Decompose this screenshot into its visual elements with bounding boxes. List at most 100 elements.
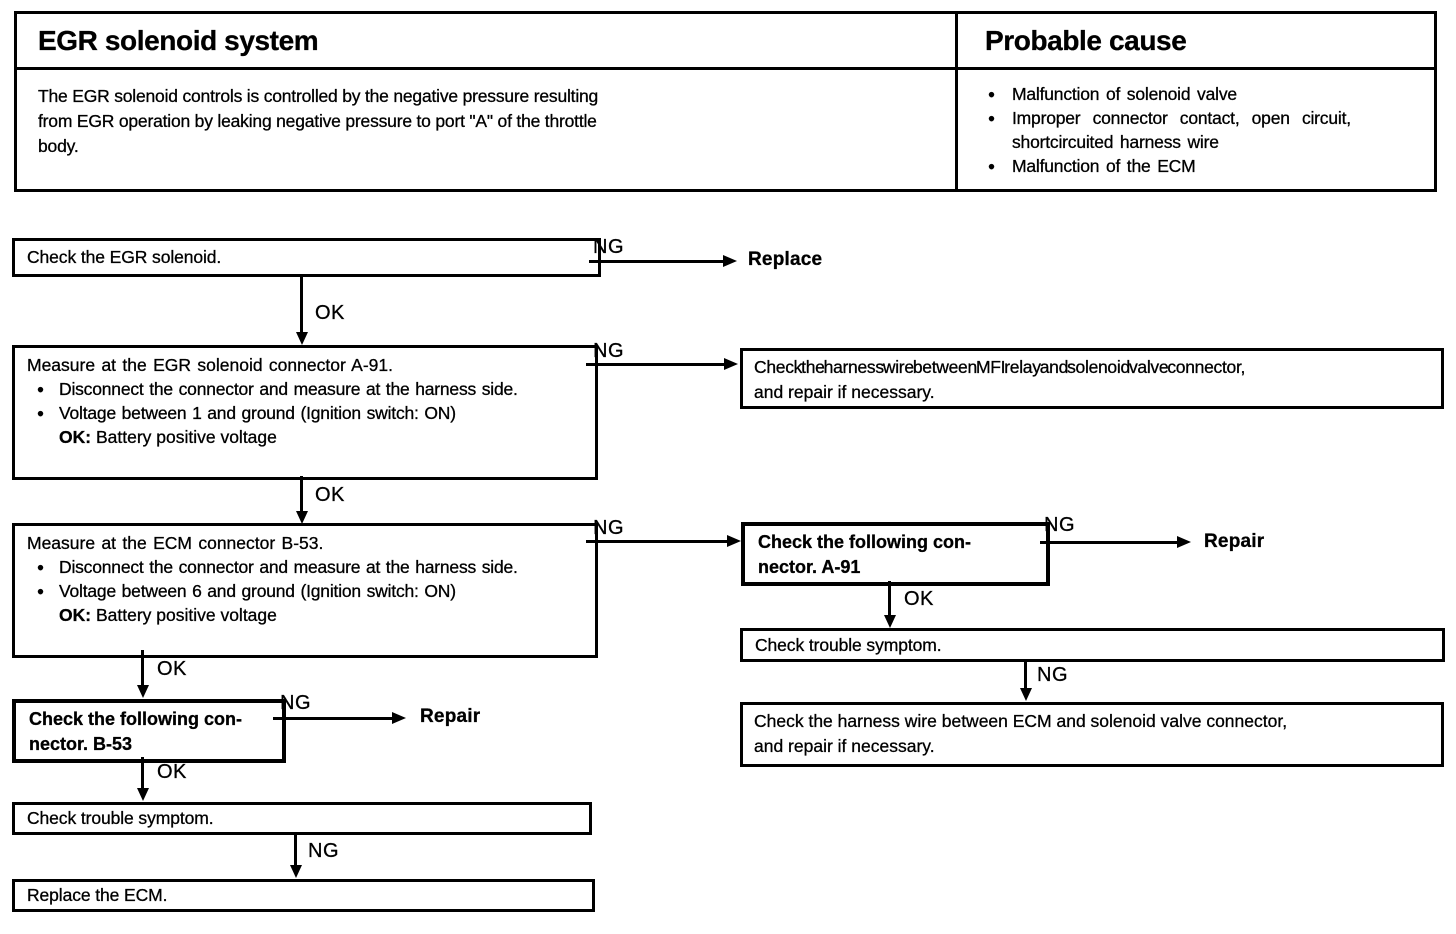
probable-cause-title: Probable cause [985,24,1187,56]
arrowhead-down-icon [296,511,308,524]
system-title: EGR solenoid system [38,24,319,56]
arrow-line [1024,661,1027,690]
system-description: The EGR solenoid controls is controlled … [17,70,955,189]
ok-value: Battery positive voltage [95,427,277,447]
arrowhead-down-icon [1020,688,1032,701]
ok-prefix: OK: [59,427,92,447]
system-info-table: EGR solenoid system Probable cause The E… [14,11,1437,192]
box-harness-mfi-relay: Check the harness wire between MFI relay… [740,348,1444,409]
ok-criteria: OK: Battery positive voltage [22,425,589,449]
arrowhead-right-icon [724,358,738,370]
arrow-line [300,476,303,514]
probable-cause-item: ● Malfunction of the ECM [971,154,1426,178]
arrowhead-right-icon [1177,536,1191,548]
arrowhead-down-icon [137,685,149,698]
step-measure-ecm-connector-b53: Measure at the ECM connector B-53. ● Dis… [12,523,598,658]
description-line: from EGR operation by leaking negative p… [38,111,597,131]
arrowhead-right-icon [727,535,741,547]
replace-label: Replace [748,249,823,270]
step-text: Check trouble symptom. [755,634,942,655]
step-measure-egr-connector-a91: Measure at the EGR solenoid connector A-… [12,345,598,480]
bullet-icon: ● [987,87,996,101]
step-bullet: ● Voltage between 1 and ground (Ignition… [22,401,589,425]
arrow-line [294,834,297,868]
step-title: Measure at the EGR solenoid connector A-… [27,355,394,375]
step-check-egr-solenoid: Check the EGR solenoid. [12,238,601,277]
bullet-text: Disconnect the connector and measure at … [59,557,518,577]
bullet-icon: ● [36,406,45,420]
cause-text: shortcircuited harness wire [1012,132,1219,152]
ok-label: OK [904,588,934,610]
ng-label: NG [593,517,624,539]
box-text-line: Check the following con- [758,532,972,552]
arrow-line [888,581,891,618]
arrow-line [141,757,144,791]
arrowhead-down-icon [884,615,896,628]
arrowhead-down-icon [137,788,149,801]
probable-cause-item: ● Malfunction of solenoid valve [971,82,1426,106]
box-text-line: and repair if necessary. [754,736,935,756]
bullet-text: Voltage between 6 and ground (Ignition s… [59,581,456,601]
ng-label: NG [308,840,339,862]
arrow-line [1040,541,1178,544]
bullet-text: Disconnect the connector and measure at … [59,379,518,399]
step-bullet: ● Voltage between 6 and ground (Ignition… [22,579,589,603]
arrowhead-right-icon [723,255,737,267]
ng-label: NG [593,236,624,258]
step-text: Check trouble symptom. [27,808,214,828]
arrow-line [141,650,144,688]
step-bullet: ● Disconnect the connector and measure a… [22,555,589,579]
box-check-trouble-symptom-left: Check trouble symptom. [12,802,592,835]
arrowhead-right-icon [392,712,406,724]
probable-cause-list: ● Malfunction of solenoid valve ● Improp… [955,70,1434,189]
arrowhead-down-icon [290,865,302,878]
probable-cause-item: ● Improper connector contact, open circu… [971,106,1426,154]
box-text-line: Check the following con- [29,709,243,729]
bullet-icon: ● [987,111,996,125]
step-text: Check the EGR solenoid. [27,247,222,267]
arrow-line [586,363,725,366]
ng-label: NG [1037,664,1068,686]
ok-label: OK [315,302,345,324]
probable-cause-title-cell: Probable cause [955,14,1434,70]
description-line: body. [38,136,79,156]
cause-text: Malfunction of the ECM [1012,156,1196,176]
bullet-text: Voltage between 1 and ground (Ignition s… [59,403,456,423]
ng-label: NG [1044,514,1075,536]
bullet-icon: ● [36,560,45,574]
arrowhead-down-icon [296,332,308,345]
box-replace-ecm: Replace the ECM. [12,879,595,912]
ok-label: OK [157,658,187,680]
description-line: The EGR solenoid controls is controlled … [38,86,599,106]
repair-label: Repair [420,706,481,727]
bullet-icon: ● [987,159,996,173]
arrow-line [589,260,725,263]
arrow-line [586,540,728,543]
repair-label: Repair [1204,531,1265,552]
ng-label: NG [593,340,624,362]
step-bullet: ● Disconnect the connector and measure a… [22,377,589,401]
ok-prefix: OK: [59,605,92,625]
ok-label: OK [315,484,345,506]
step-text: Replace the ECM. [27,885,168,905]
ok-label: OK [157,761,187,783]
step-title: Measure at the ECM connector B-53. [27,533,324,553]
step-check-connector-a91: Check the following con- nector. A-91 [741,522,1050,586]
cause-text: Malfunction of solenoid valve [1012,84,1237,104]
box-text-line: Check the harness wire between MFI relay… [754,357,1246,377]
box-text-line: nector. A-91 [758,557,861,577]
ok-value: Battery positive voltage [95,605,277,625]
ok-criteria: OK: Battery positive voltage [22,603,589,627]
cause-text: Improper connector contact, open circuit… [1012,108,1351,128]
bullet-icon: ● [36,382,45,396]
box-harness-ecm: Check the harness wire between ECM and s… [740,702,1444,767]
system-title-cell: EGR solenoid system [17,14,955,70]
arrow-line [300,277,303,333]
bullet-icon: ● [36,584,45,598]
step-check-connector-b53: Check the following con- nector. B-53 [12,699,286,763]
ng-label: NG [280,692,311,714]
box-text-line: Check the harness wire between ECM and s… [754,711,1288,731]
arrow-line [273,717,393,720]
box-check-trouble-symptom-right: Check trouble symptom. [740,628,1445,662]
